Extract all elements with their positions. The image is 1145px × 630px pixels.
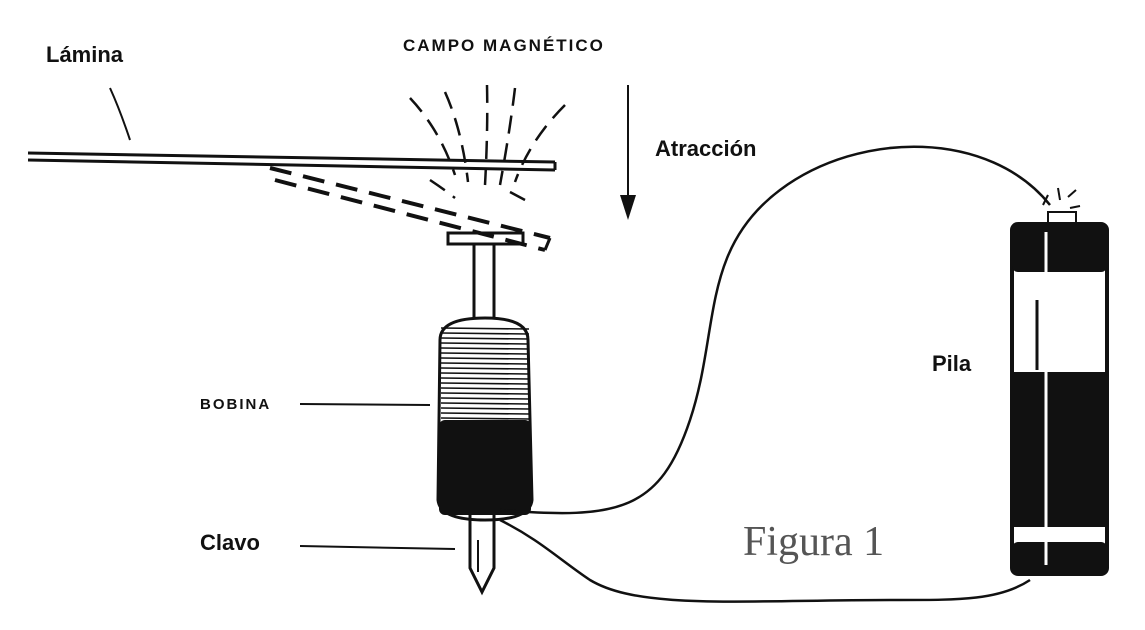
coil-winding [440, 352, 530, 355]
wire-negative [499, 518, 1031, 603]
atraccion-label: Atracción [655, 136, 757, 161]
bobina-leader-line [299, 403, 431, 406]
lamina-leader-line [109, 87, 131, 141]
coil-winding [440, 342, 530, 345]
wire-positive [499, 145, 1051, 515]
campo-magnetico-label: CAMPO MAGNÉTICO [403, 36, 605, 55]
battery [1010, 211, 1109, 576]
coil-winding [440, 347, 530, 350]
coil-winding [440, 332, 530, 335]
coil [436, 316, 534, 522]
bent-strip-dashed [269, 166, 551, 252]
coil-winding [440, 357, 530, 360]
coil-winding [440, 402, 530, 405]
coil-winding [440, 412, 530, 415]
nail-shaft [472, 244, 496, 322]
coil-winding [440, 327, 530, 330]
coil-winding [440, 337, 530, 340]
coil-winding [440, 407, 530, 410]
spark-icon [1042, 187, 1081, 209]
coil-winding [440, 382, 530, 385]
nail-head [446, 231, 525, 246]
coil-winding [440, 387, 530, 390]
coil-winding [440, 362, 530, 365]
coil-winding [440, 392, 530, 395]
pila-label: Pila [932, 351, 972, 376]
coil-winding [440, 417, 530, 420]
nail-tip [468, 515, 496, 596]
lamina-label: Lámina [46, 42, 124, 67]
coil-winding [440, 372, 530, 375]
metal-strip [27, 151, 557, 172]
coil-winding [440, 397, 530, 400]
clavo-leader-line [299, 545, 456, 550]
clavo-label: Clavo [200, 530, 260, 555]
bobina-label: BOBINA [200, 396, 272, 413]
coil-winding [440, 367, 530, 370]
bent-strip-end [543, 237, 552, 251]
attraction-arrow [620, 85, 636, 220]
coil-winding [440, 377, 530, 380]
figure-caption: Figura 1 [743, 519, 885, 565]
magnetic-field-lines [409, 84, 566, 202]
